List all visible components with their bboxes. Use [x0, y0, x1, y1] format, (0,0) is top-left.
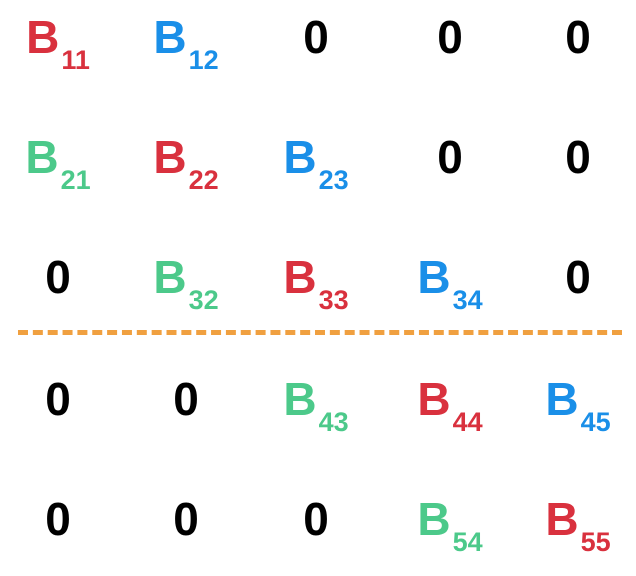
entry-symbol: B: [417, 373, 451, 425]
entry-subscript: 23: [318, 165, 349, 195]
entry-subscript: 43: [318, 407, 349, 437]
matrix-entry-zero: 0: [523, 134, 633, 214]
matrix-entry-zero: 0: [3, 254, 113, 334]
zero-value: 0: [45, 251, 71, 303]
zero-value: 0: [303, 493, 329, 545]
matrix-entry-zero: 0: [523, 14, 633, 94]
entry-subscript: 22: [188, 165, 219, 195]
zero-value: 0: [565, 131, 591, 183]
matrix-entry-zero: 0: [261, 14, 371, 94]
matrix-entry-zero: 0: [261, 496, 371, 576]
entry-subscript: 21: [60, 165, 91, 195]
entry-symbol: B: [283, 131, 317, 183]
entry-symbol: B: [153, 11, 187, 63]
zero-value: 0: [45, 493, 71, 545]
entry-symbol: B: [283, 373, 317, 425]
zero-value: 0: [565, 11, 591, 63]
matrix-entry-zero: 0: [131, 376, 241, 456]
entry-symbol: B: [545, 373, 579, 425]
entry-subscript: 45: [580, 407, 611, 437]
entry-subscript: 33: [318, 285, 349, 315]
zero-value: 0: [303, 11, 329, 63]
zero-value: 0: [173, 373, 199, 425]
entry-symbol: B: [153, 131, 187, 183]
entry-symbol: B: [417, 493, 451, 545]
entry-symbol: B: [153, 251, 187, 303]
entry-subscript: 44: [452, 407, 483, 437]
matrix-entry-zero: 0: [395, 134, 505, 214]
zero-value: 0: [437, 11, 463, 63]
matrix-entry-zero: 0: [3, 496, 113, 576]
entry-symbol: B: [283, 251, 317, 303]
entry-symbol: B: [545, 493, 579, 545]
matrix-entry-zero: 0: [395, 14, 505, 94]
zero-value: 0: [565, 251, 591, 303]
zero-value: 0: [45, 373, 71, 425]
entry-symbol: B: [26, 11, 60, 63]
entry-subscript: 32: [188, 285, 219, 315]
matrix-entry-zero: 0: [523, 254, 633, 334]
entry-subscript: 55: [580, 527, 611, 557]
entry-subscript: 12: [188, 45, 219, 75]
matrix-entry-zero: 0: [3, 376, 113, 456]
partition-dashed-line: [18, 330, 622, 335]
entry-subscript: 34: [452, 285, 483, 315]
zero-value: 0: [173, 493, 199, 545]
matrix-entry-zero: 0: [131, 496, 241, 576]
entry-subscript: 54: [452, 527, 483, 557]
entry-subscript: 11: [61, 45, 90, 75]
entry-symbol: B: [25, 131, 59, 183]
entry-symbol: B: [417, 251, 451, 303]
zero-value: 0: [437, 131, 463, 183]
